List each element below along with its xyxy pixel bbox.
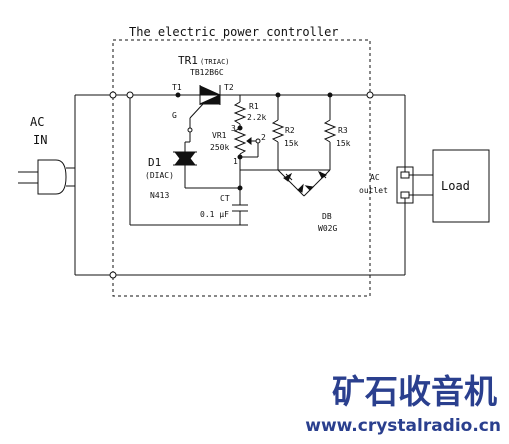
t1-label: T1 — [172, 83, 182, 92]
tr1-part-label: TB12B6C — [190, 68, 224, 77]
tr1-type-label: (TRIAC) — [200, 58, 230, 66]
outlet-label-line1: AC — [370, 173, 380, 182]
tr1-label: TR1 — [178, 54, 198, 67]
r1-value: 2.2k — [247, 113, 266, 122]
r2-value: 15k — [284, 139, 299, 148]
vr1-value: 250k — [210, 143, 229, 152]
ac-in-label-line2: IN — [33, 133, 47, 147]
r1-name: R1 — [249, 102, 259, 111]
watermark-url: www.crystalradio.cn — [305, 416, 501, 436]
db-name: DB — [322, 212, 332, 221]
t2-label: T2 — [224, 83, 234, 92]
ac-outlet-icon — [396, 166, 433, 204]
diagram-title: The electric power controller — [129, 25, 339, 39]
controller-boundary — [112, 39, 371, 297]
d1-type: (DIAC) — [145, 171, 174, 180]
potentiometer-vr1 — [233, 127, 247, 155]
ct-value: 0.1 μF — [200, 210, 229, 219]
r3-value: 15k — [336, 139, 351, 148]
ct-name: CT — [220, 194, 230, 203]
gate-label: G — [172, 111, 177, 120]
r3-name: R3 — [338, 126, 348, 135]
vr1-pin3: 3 — [231, 124, 236, 133]
db-part: W02G — [318, 224, 337, 233]
diode-bridge-db — [240, 169, 331, 197]
resistor-r1 — [233, 101, 247, 125]
vr1-pin2: 2 — [261, 133, 266, 142]
watermark-chinese: 矿石收音机 — [332, 372, 497, 411]
load-box — [432, 149, 490, 223]
diac-d1 — [173, 151, 240, 189]
load-label: Load — [441, 179, 470, 193]
resistor-r2 — [271, 119, 285, 143]
vr1-name: VR1 — [212, 131, 227, 140]
d1-part: N413 — [150, 191, 169, 200]
capacitor-ct — [232, 204, 248, 225]
outlet-label-line2: outlet — [359, 186, 388, 195]
ac-in-label-line1: AC — [30, 115, 44, 129]
vr1-pin1: 1 — [233, 157, 238, 166]
d1-name: D1 — [148, 156, 161, 169]
resistor-r3 — [323, 119, 337, 143]
r2-name: R2 — [285, 126, 295, 135]
triac-tr1 — [178, 85, 240, 133]
ac-plug-icon — [18, 159, 75, 195]
